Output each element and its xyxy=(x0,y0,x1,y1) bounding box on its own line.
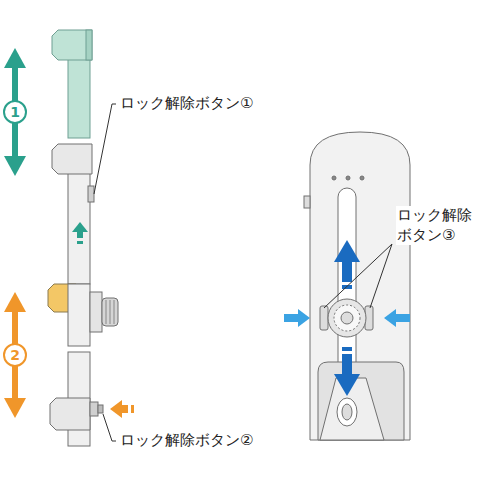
leader-line xyxy=(94,104,116,194)
upper-part xyxy=(52,30,92,138)
leader-line xyxy=(324,244,392,308)
leader-line xyxy=(370,244,392,308)
callout-label: ロック解除 ボタン③ xyxy=(396,206,486,245)
move-arrow-1 xyxy=(4,48,26,176)
lower-part xyxy=(50,352,103,446)
slide-arrows xyxy=(334,240,360,396)
yellow-part xyxy=(48,284,118,346)
release-arrow-1 xyxy=(72,222,88,244)
press-arrows xyxy=(284,309,410,327)
callout-label: ロック解除ボタン① xyxy=(119,94,291,114)
release-arrow-2 xyxy=(110,400,134,418)
plate xyxy=(304,132,410,440)
step-number-circle: 2 xyxy=(3,343,27,367)
step-number-circle: 1 xyxy=(3,100,27,124)
move-arrow-2 xyxy=(4,292,26,418)
callout-label: ロック解除ボタン② xyxy=(119,431,291,451)
step-number: 1 xyxy=(10,104,20,120)
middle-bracket xyxy=(52,144,94,284)
step-number: 2 xyxy=(10,347,20,363)
leader-line xyxy=(103,414,116,441)
